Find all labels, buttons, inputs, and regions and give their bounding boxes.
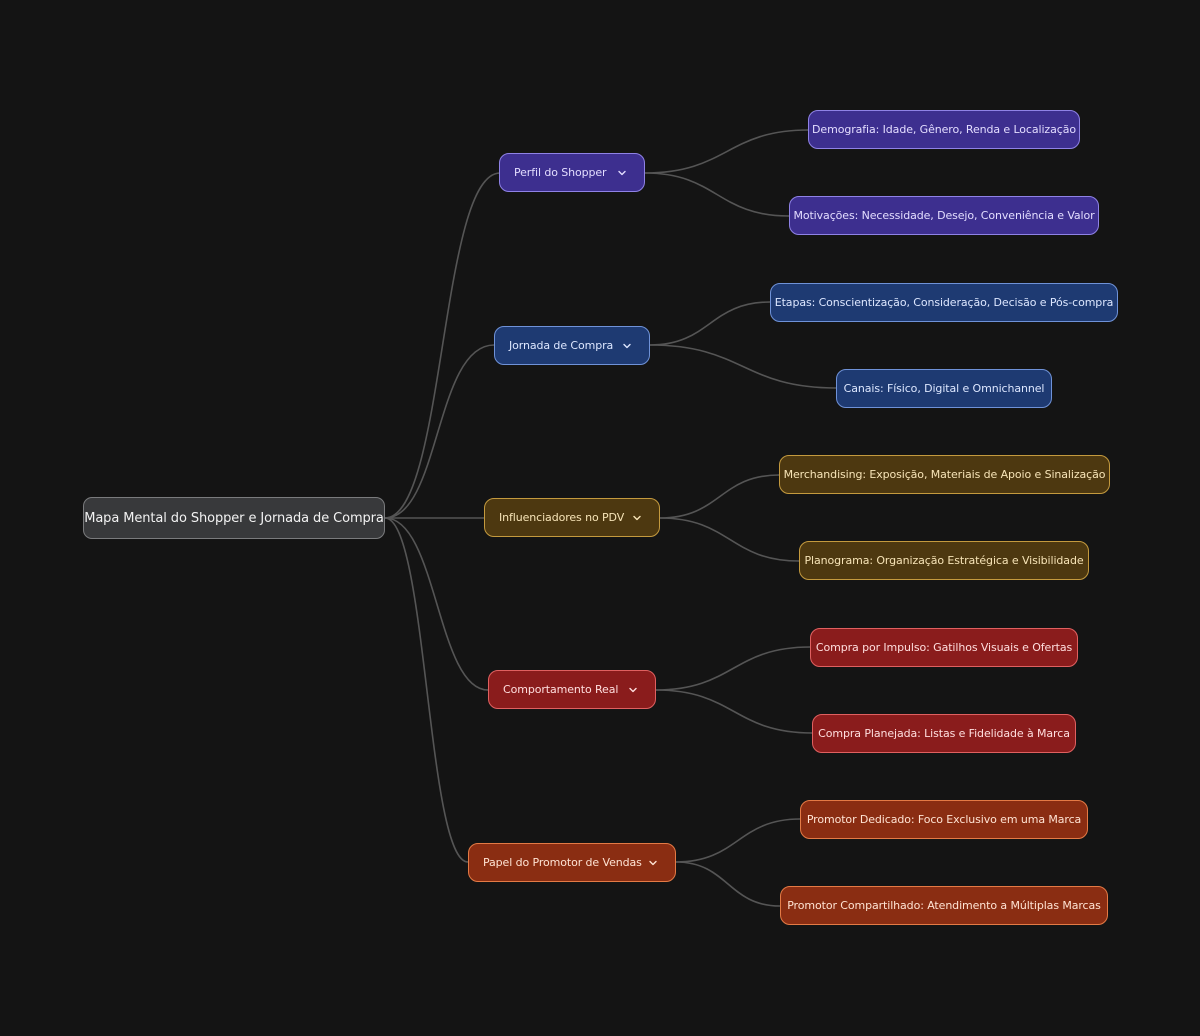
chevron-down-icon[interactable] xyxy=(647,857,659,869)
branch-node-perfil-do-shopper[interactable]: Perfil do Shopper xyxy=(499,153,645,192)
root-node[interactable]: Mapa Mental do Shopper e Jornada de Comp… xyxy=(83,497,385,539)
connector-branch-2-leaf-2 xyxy=(649,344,837,389)
leaf-node-compra-por-impulso[interactable]: Compra por Impulso: Gatilhos Visuais e O… xyxy=(810,628,1078,667)
connector-branch-5-leaf-2 xyxy=(675,861,781,907)
leaf-node-canais[interactable]: Canais: Físico, Digital e Omnichannel xyxy=(836,369,1052,408)
leaf-node-motivacoes[interactable]: Motivações: Necessidade, Desejo, Conveni… xyxy=(789,196,1099,235)
leaf-node-demografia[interactable]: Demografia: Idade, Gênero, Renda e Local… xyxy=(808,110,1080,149)
connector-root-branch-5 xyxy=(384,517,469,863)
branch-label: Papel do Promotor de Vendas xyxy=(483,856,642,869)
connector-branch-1-leaf-1 xyxy=(644,129,809,174)
leaf-node-promotor-dedicado[interactable]: Promotor Dedicado: Foco Exclusivo em uma… xyxy=(800,800,1088,839)
branch-node-jornada-de-compra[interactable]: Jornada de Compra xyxy=(494,326,650,365)
branch-node-influenciadores-no-pdv[interactable]: Influenciadores no PDV xyxy=(484,498,660,537)
connector-branch-4-leaf-1 xyxy=(655,646,811,691)
connector-root-branch-2 xyxy=(384,344,495,519)
leaf-node-etapas[interactable]: Etapas: Conscientização, Consideração, D… xyxy=(770,283,1118,322)
connector-branch-5-leaf-1 xyxy=(675,818,801,863)
connector-branch-2-leaf-1 xyxy=(649,301,771,346)
branch-label: Influenciadores no PDV xyxy=(499,511,625,524)
chevron-down-icon[interactable] xyxy=(621,340,633,352)
connector-branch-4-leaf-2 xyxy=(655,689,813,734)
chevron-down-icon[interactable] xyxy=(616,167,628,179)
connector-root-branch-1 xyxy=(384,172,501,519)
leaf-node-planograma[interactable]: Planograma: Organização Estratégica e Vi… xyxy=(799,541,1089,580)
branch-label: Comportamento Real xyxy=(503,683,619,696)
chevron-down-icon[interactable] xyxy=(627,684,639,696)
branch-node-papel-do-promotor[interactable]: Papel do Promotor de Vendas xyxy=(468,843,676,882)
connector-root-branch-4 xyxy=(384,517,489,691)
connector-branch-1-leaf-2 xyxy=(644,172,790,217)
branch-node-comportamento-real[interactable]: Comportamento Real xyxy=(488,670,656,709)
connector-branch-3-leaf-2 xyxy=(659,517,800,562)
leaf-node-compra-planejada[interactable]: Compra Planejada: Listas e Fidelidade à … xyxy=(812,714,1076,753)
leaf-node-promotor-compartilhado[interactable]: Promotor Compartilhado: Atendimento a Mú… xyxy=(780,886,1108,925)
branch-label: Jornada de Compra xyxy=(509,339,614,352)
chevron-down-icon[interactable] xyxy=(631,512,643,524)
branch-label: Perfil do Shopper xyxy=(514,166,607,179)
connector-branch-3-leaf-1 xyxy=(659,474,780,519)
leaf-node-merchandising[interactable]: Merchandising: Exposição, Materiais de A… xyxy=(779,455,1110,494)
